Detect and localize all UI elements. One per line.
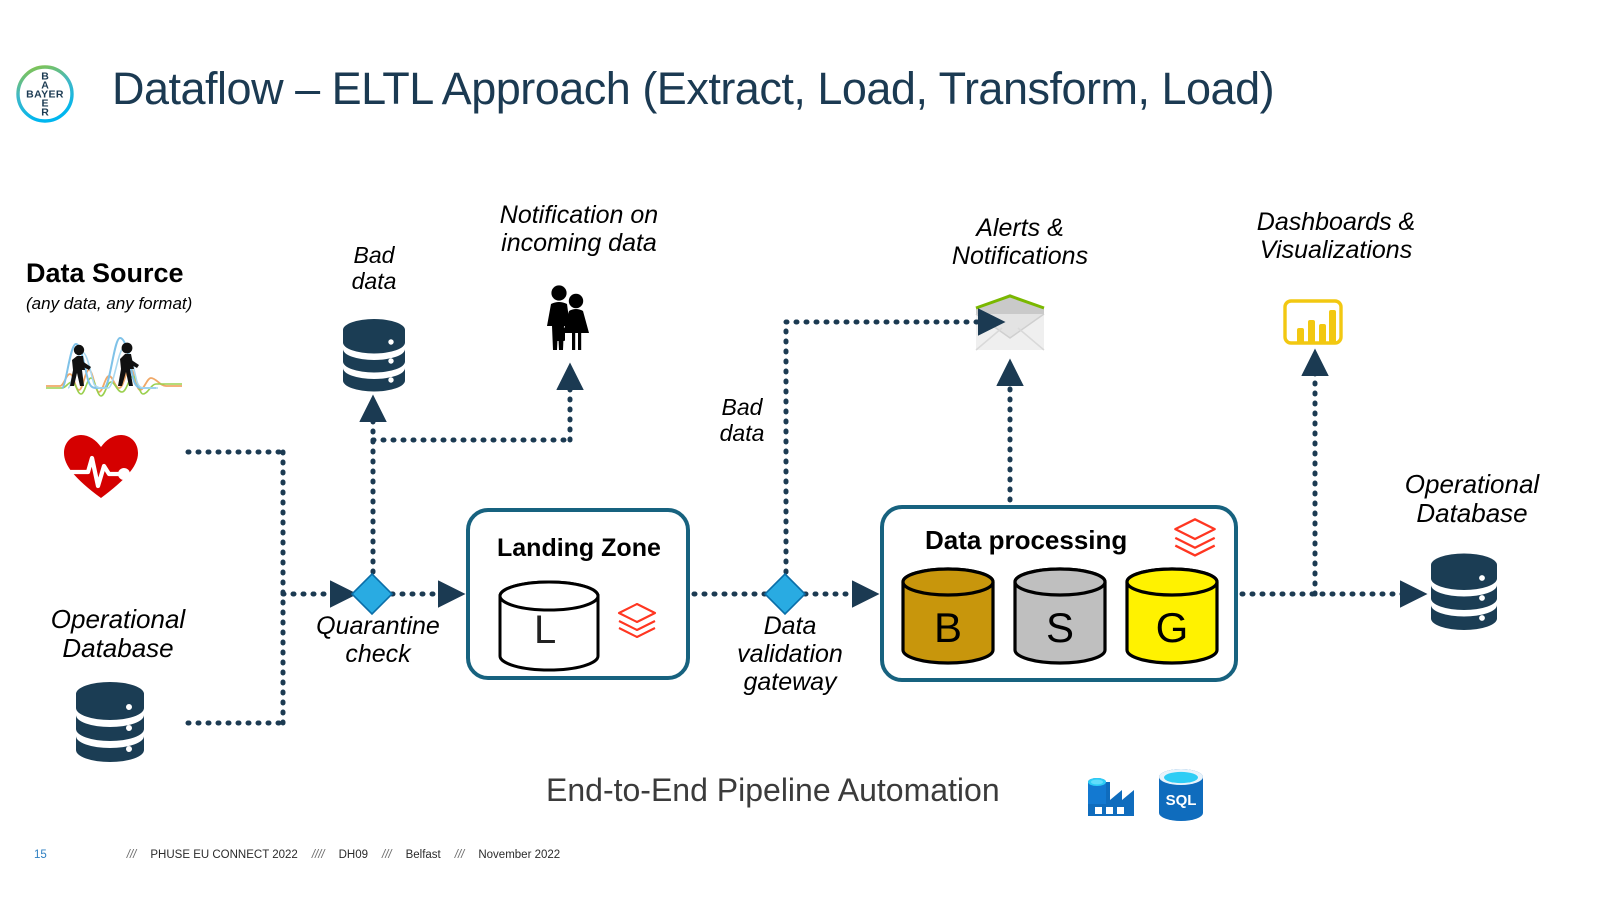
people-couple-icon [540,284,600,352]
databricks-logo-landing-zone [616,601,658,643]
svg-text:SQL: SQL [1166,792,1197,809]
azure-data-factory-icon [1082,768,1138,820]
data-validation-gateway-diamond [763,572,807,616]
page-title: Dataflow – ELTL Approach (Extract, Load,… [112,63,1275,114]
svg-text:R: R [41,107,49,119]
end-to-end-caption: End-to-End Pipeline Automation [546,772,1000,808]
footer-code: DH09 [338,849,368,861]
footer-separator-1: /// [126,849,137,861]
footer-page-number: 15 [34,849,47,861]
footer-date: November 2022 [478,849,561,861]
landing-zone-cylinder-label: L [534,608,557,652]
operational-database-left-label: Operational Database [50,604,186,664]
bad-data-label-2: Bad data [719,394,765,446]
footer: 15 /// PHUSE EU CONNECT 2022 //// DH09 /… [34,849,560,861]
svg-text:S: S [1046,604,1074,651]
footer-event: PHUSE EU CONNECT 2022 [150,849,298,861]
data-source-heading: Data Source [26,258,184,288]
landing-zone-title: Landing Zone [497,534,661,562]
svg-text:B: B [41,71,49,83]
landing-zone-cylinder [497,580,601,672]
quarantine-check-label: Quarantine check [316,612,440,668]
bad-data-database-icon [340,318,408,398]
bad-data-label-1: Bad data [351,242,397,294]
bayer-logo: BAYER B A E R [14,62,76,126]
walking-figures-waveform-icon [44,330,184,402]
azure-sql-database-icon: SQL [1155,768,1207,822]
svg-text:B: B [934,604,962,651]
databricks-logo-data-processing [1172,516,1218,562]
operational-database-left-icon [72,680,148,770]
bronze-cylinder: B [900,566,996,670]
heart-ecg-icon [62,432,140,502]
data-source-subheading: (any data, any format) [26,294,193,313]
silver-cylinder: S [1012,566,1108,670]
notification-incoming-label: Notification on incoming data [499,201,659,257]
footer-separator-3: /// [382,849,392,861]
quarantine-check-diamond [350,572,394,616]
gold-cylinder: G [1124,566,1220,670]
data-validation-gateway-label: Data validation gateway [737,612,843,696]
alerts-notifications-label: Alerts & Notifications [951,214,1089,270]
svg-text:A: A [41,80,49,92]
operational-database-right-icon [1428,552,1500,638]
data-processing-title: Data processing [925,525,1128,555]
power-bi-icon [1283,298,1343,346]
footer-separator-4: /// [454,849,465,861]
svg-text:E: E [41,98,48,110]
footer-separator-2: //// [311,849,325,861]
footer-city: Belfast [405,849,441,861]
svg-text:BAYER: BAYER [26,89,64,101]
operational-database-right-label: Operational Database [1404,469,1540,529]
dashboards-visualizations-label: Dashboards & Visualizations [1256,208,1416,264]
svg-text:G: G [1156,604,1189,651]
